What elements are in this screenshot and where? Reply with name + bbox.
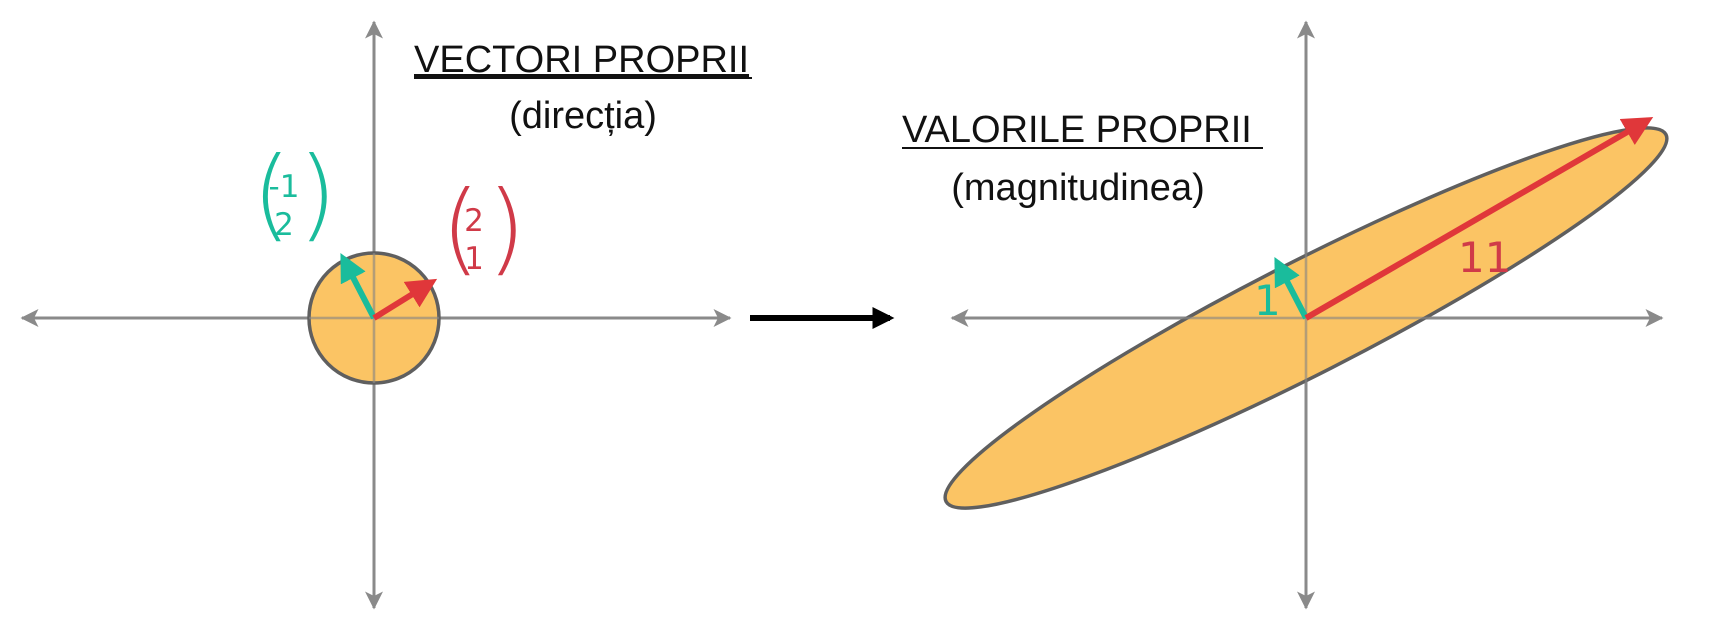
eigenvalue-teal-arrow [1274,257,1309,320]
eigenvector-teal-arrow [340,253,377,320]
right-subtitle: (magnitudinea) [951,167,1204,209]
left-subtitle: (direcția) [509,95,657,137]
vector-a-top: -1 [269,169,300,205]
vector-a-bottom: 2 [274,207,294,243]
vector-a-left-paren: ( [252,135,291,252]
vector-b-matrix: ( 2 1 ) [441,169,526,286]
vector-b-right-paren: ) [487,169,526,286]
vector-b-left-paren: ( [441,169,480,286]
right-panel: 1 11 VALORILE PROPRII (magnitudinea) [902,20,1669,610]
left-panel: ( -1 2 ) ( 2 1 ) VECTORI PROPRII (direcț… [20,20,752,610]
vector-a-right-paren: ) [298,135,337,252]
eigenvalue-red-arrow [1304,116,1654,321]
eigenvalue-small-label: 1 [1254,276,1281,325]
vector-b-bottom: 1 [464,241,484,277]
vector-b-top: 2 [464,203,484,239]
eigenvector-red-arrow [372,278,438,321]
left-title: VECTORI PROPRII [414,39,749,81]
eigenvalue-large-label: 11 [1458,233,1511,282]
right-title: VALORILE PROPRII [902,109,1252,151]
vector-a-matrix: ( -1 2 ) [252,135,337,252]
